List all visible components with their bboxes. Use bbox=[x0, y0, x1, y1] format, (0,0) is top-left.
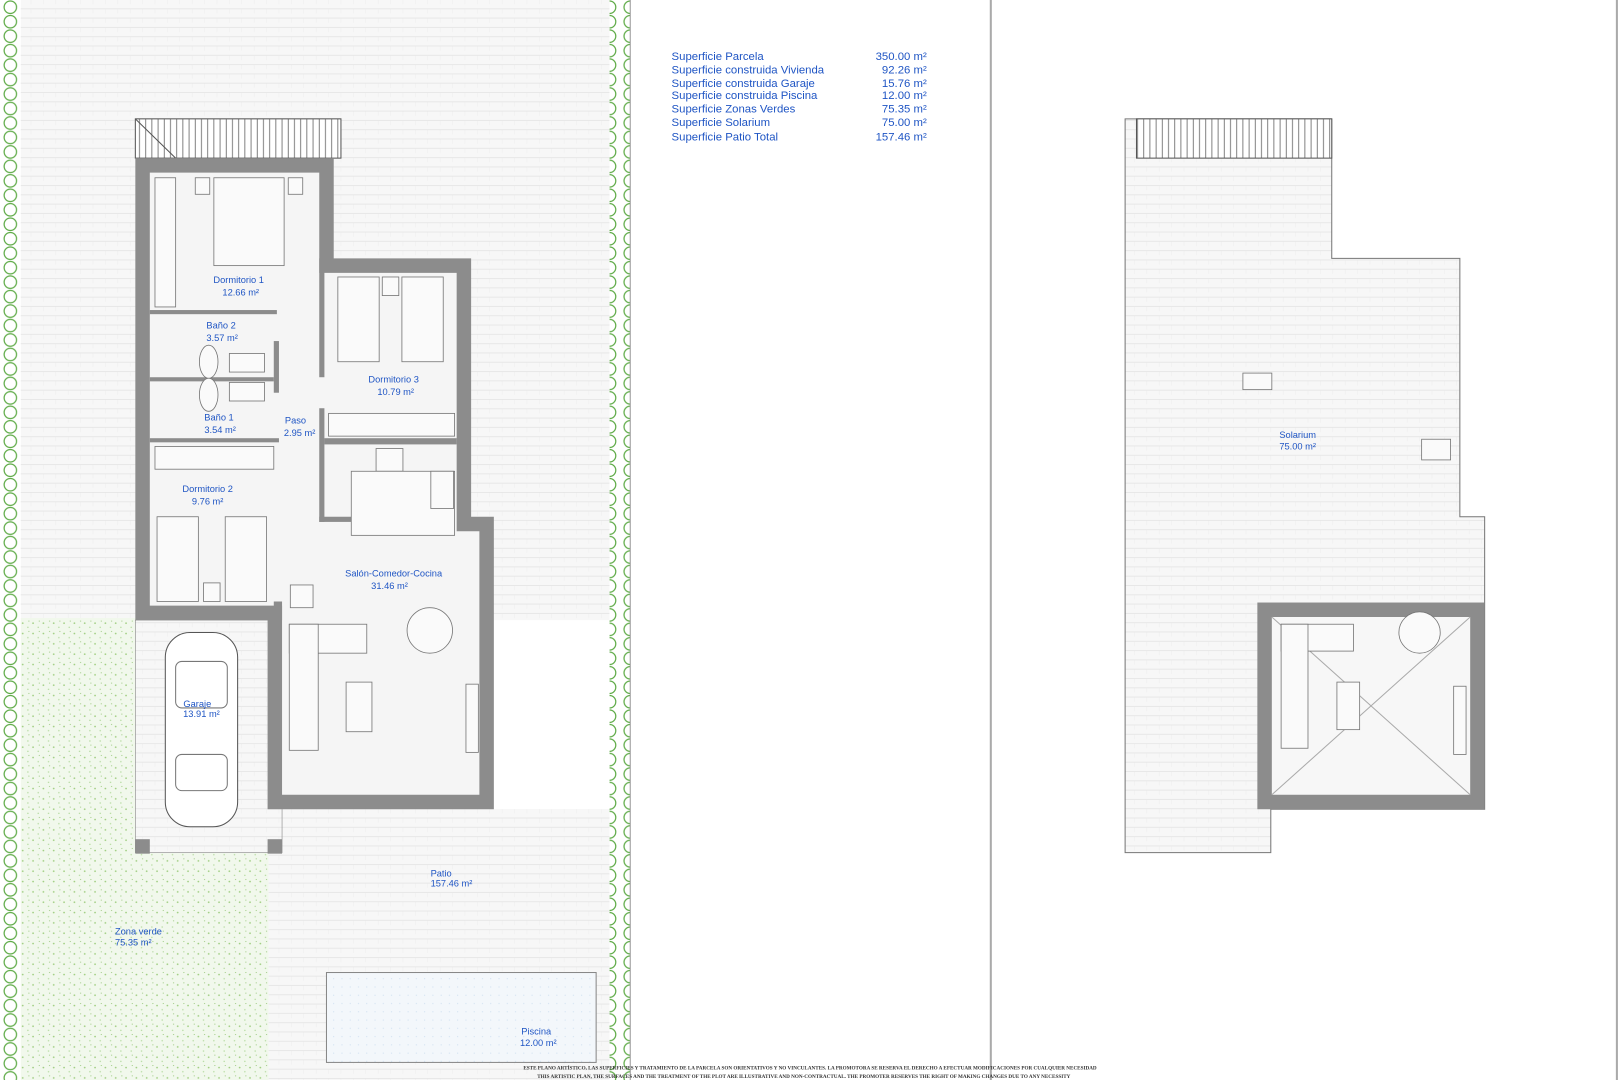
area-bano1: 3.54 m² bbox=[204, 425, 235, 435]
area-salon: 31.46 m² bbox=[371, 581, 408, 591]
label-bano2: Baño 2 bbox=[206, 321, 235, 331]
disclaimer-es: ESTE PLANO ARTÍSTICO, LAS SUPERFICIES Y … bbox=[523, 1064, 1097, 1072]
table-label: Superficie Parcela bbox=[672, 51, 765, 63]
area-solarium: 75.00 m² bbox=[1279, 442, 1316, 452]
label-piscina: Piscina bbox=[521, 1027, 552, 1037]
table-value: 75.35 m² bbox=[882, 104, 927, 116]
table-value: 157.46 m² bbox=[876, 132, 927, 144]
label-dormitorio3: Dormitorio 3 bbox=[368, 374, 419, 384]
label-salon: Salón-Comedor-Cocina bbox=[345, 569, 443, 579]
table-label: Superficie Zonas Verdes bbox=[672, 104, 796, 116]
area-dormitorio1: 12.66 m² bbox=[222, 288, 259, 298]
label-garaje: Garaje bbox=[183, 699, 211, 709]
hedge-left bbox=[0, 0, 21, 1080]
label-zona-verde: Zona verde bbox=[115, 926, 162, 936]
house-interior bbox=[149, 172, 480, 795]
vent-icon bbox=[1421, 438, 1451, 461]
areas-table: Superficie Parcela 350.00 m² Superficie … bbox=[672, 51, 927, 144]
label-paso: Paso bbox=[285, 416, 306, 426]
label-solarium: Solarium bbox=[1279, 430, 1316, 440]
table-value: 92.26 m² bbox=[882, 64, 927, 76]
label-patio: Patio bbox=[431, 868, 452, 878]
area-dormitorio2: 9.76 m² bbox=[192, 496, 223, 506]
vent-icon bbox=[1242, 372, 1273, 391]
area-patio: 157.46 m² bbox=[431, 879, 473, 889]
disclaimer-en: THIS ARTISTIC PLAN, THE SURFACES AND THE… bbox=[537, 1074, 1070, 1080]
area-bano2: 3.57 m² bbox=[206, 333, 237, 343]
area-garaje: 13.91 m² bbox=[183, 709, 220, 719]
room-labels: Dormitorio 1 12.66 m² Baño 2 3.57 m² Bañ… bbox=[115, 275, 1316, 1048]
table-label: Superficie construida Vivienda bbox=[672, 64, 825, 76]
label-bano1: Baño 1 bbox=[204, 413, 233, 423]
table-value: 75.00 m² bbox=[882, 117, 927, 129]
area-piscina: 12.00 m² bbox=[520, 1038, 557, 1048]
table-label: Superficie construida Garaje bbox=[672, 78, 815, 90]
area-paso: 2.95 m² bbox=[284, 428, 315, 438]
area-zona-verde: 75.35 m² bbox=[115, 938, 152, 948]
table-value: 350.00 m² bbox=[876, 51, 927, 63]
table-label: Superficie Patio Total bbox=[672, 132, 778, 144]
furniture bbox=[154, 177, 479, 753]
table-value: 12.00 m² bbox=[882, 90, 927, 102]
table-label: Superficie construida Piscina bbox=[672, 90, 819, 102]
hedge-right bbox=[609, 0, 631, 1080]
solarium-pergola bbox=[1135, 118, 1333, 159]
pool bbox=[325, 972, 597, 1063]
label-dormitorio2: Dormitorio 2 bbox=[182, 484, 233, 494]
area-dormitorio3: 10.79 m² bbox=[377, 387, 414, 397]
pergola bbox=[134, 118, 342, 159]
label-dormitorio1: Dormitorio 1 bbox=[213, 275, 264, 285]
table-value: 15.76 m² bbox=[882, 78, 927, 90]
car-icon bbox=[164, 631, 239, 828]
table-label: Superficie Solarium bbox=[672, 117, 770, 129]
